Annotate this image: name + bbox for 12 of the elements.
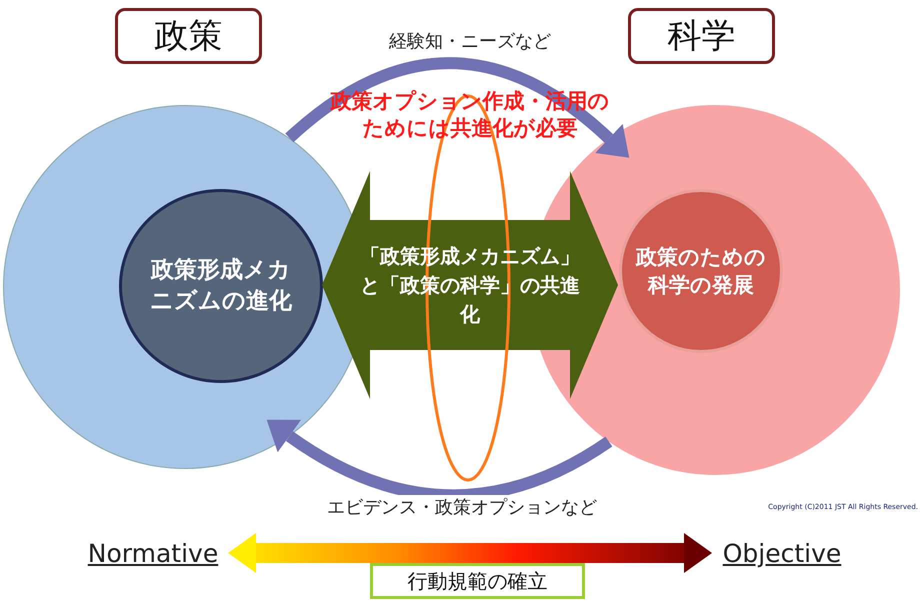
double-arrow [322, 171, 618, 399]
title: 政策 [154, 15, 222, 58]
double-arrow [228, 533, 712, 573]
result-box: 行動規範の確立 [370, 563, 585, 599]
axis-end-label: Normative [78, 535, 228, 571]
title-box [115, 8, 262, 64]
axis-end-label: Objective [712, 535, 852, 571]
circle-text: 政策形成メカニズムの進化 [149, 256, 293, 316]
title: 科学 [668, 15, 736, 58]
circle-text: 政策のための科学の発展 [634, 244, 767, 299]
edge-label: 経験知・ニーズなど [388, 30, 552, 54]
title-box [628, 8, 775, 64]
